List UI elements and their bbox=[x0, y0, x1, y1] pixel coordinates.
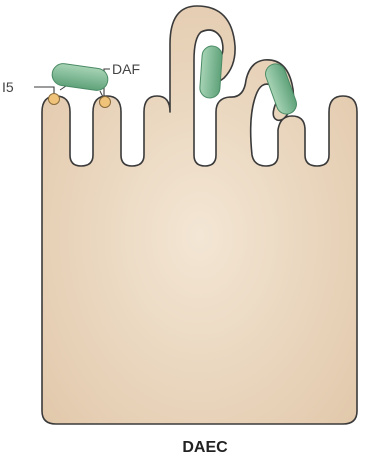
i5-receptor bbox=[49, 94, 60, 105]
daf-receptor bbox=[100, 97, 111, 108]
daf-label: DAF bbox=[112, 61, 140, 77]
diagram-caption: DAEC bbox=[182, 439, 228, 456]
bacterium-apical bbox=[51, 62, 110, 92]
bacterium-wrapped-1 bbox=[199, 45, 223, 98]
i5-label: I5 bbox=[2, 79, 14, 95]
